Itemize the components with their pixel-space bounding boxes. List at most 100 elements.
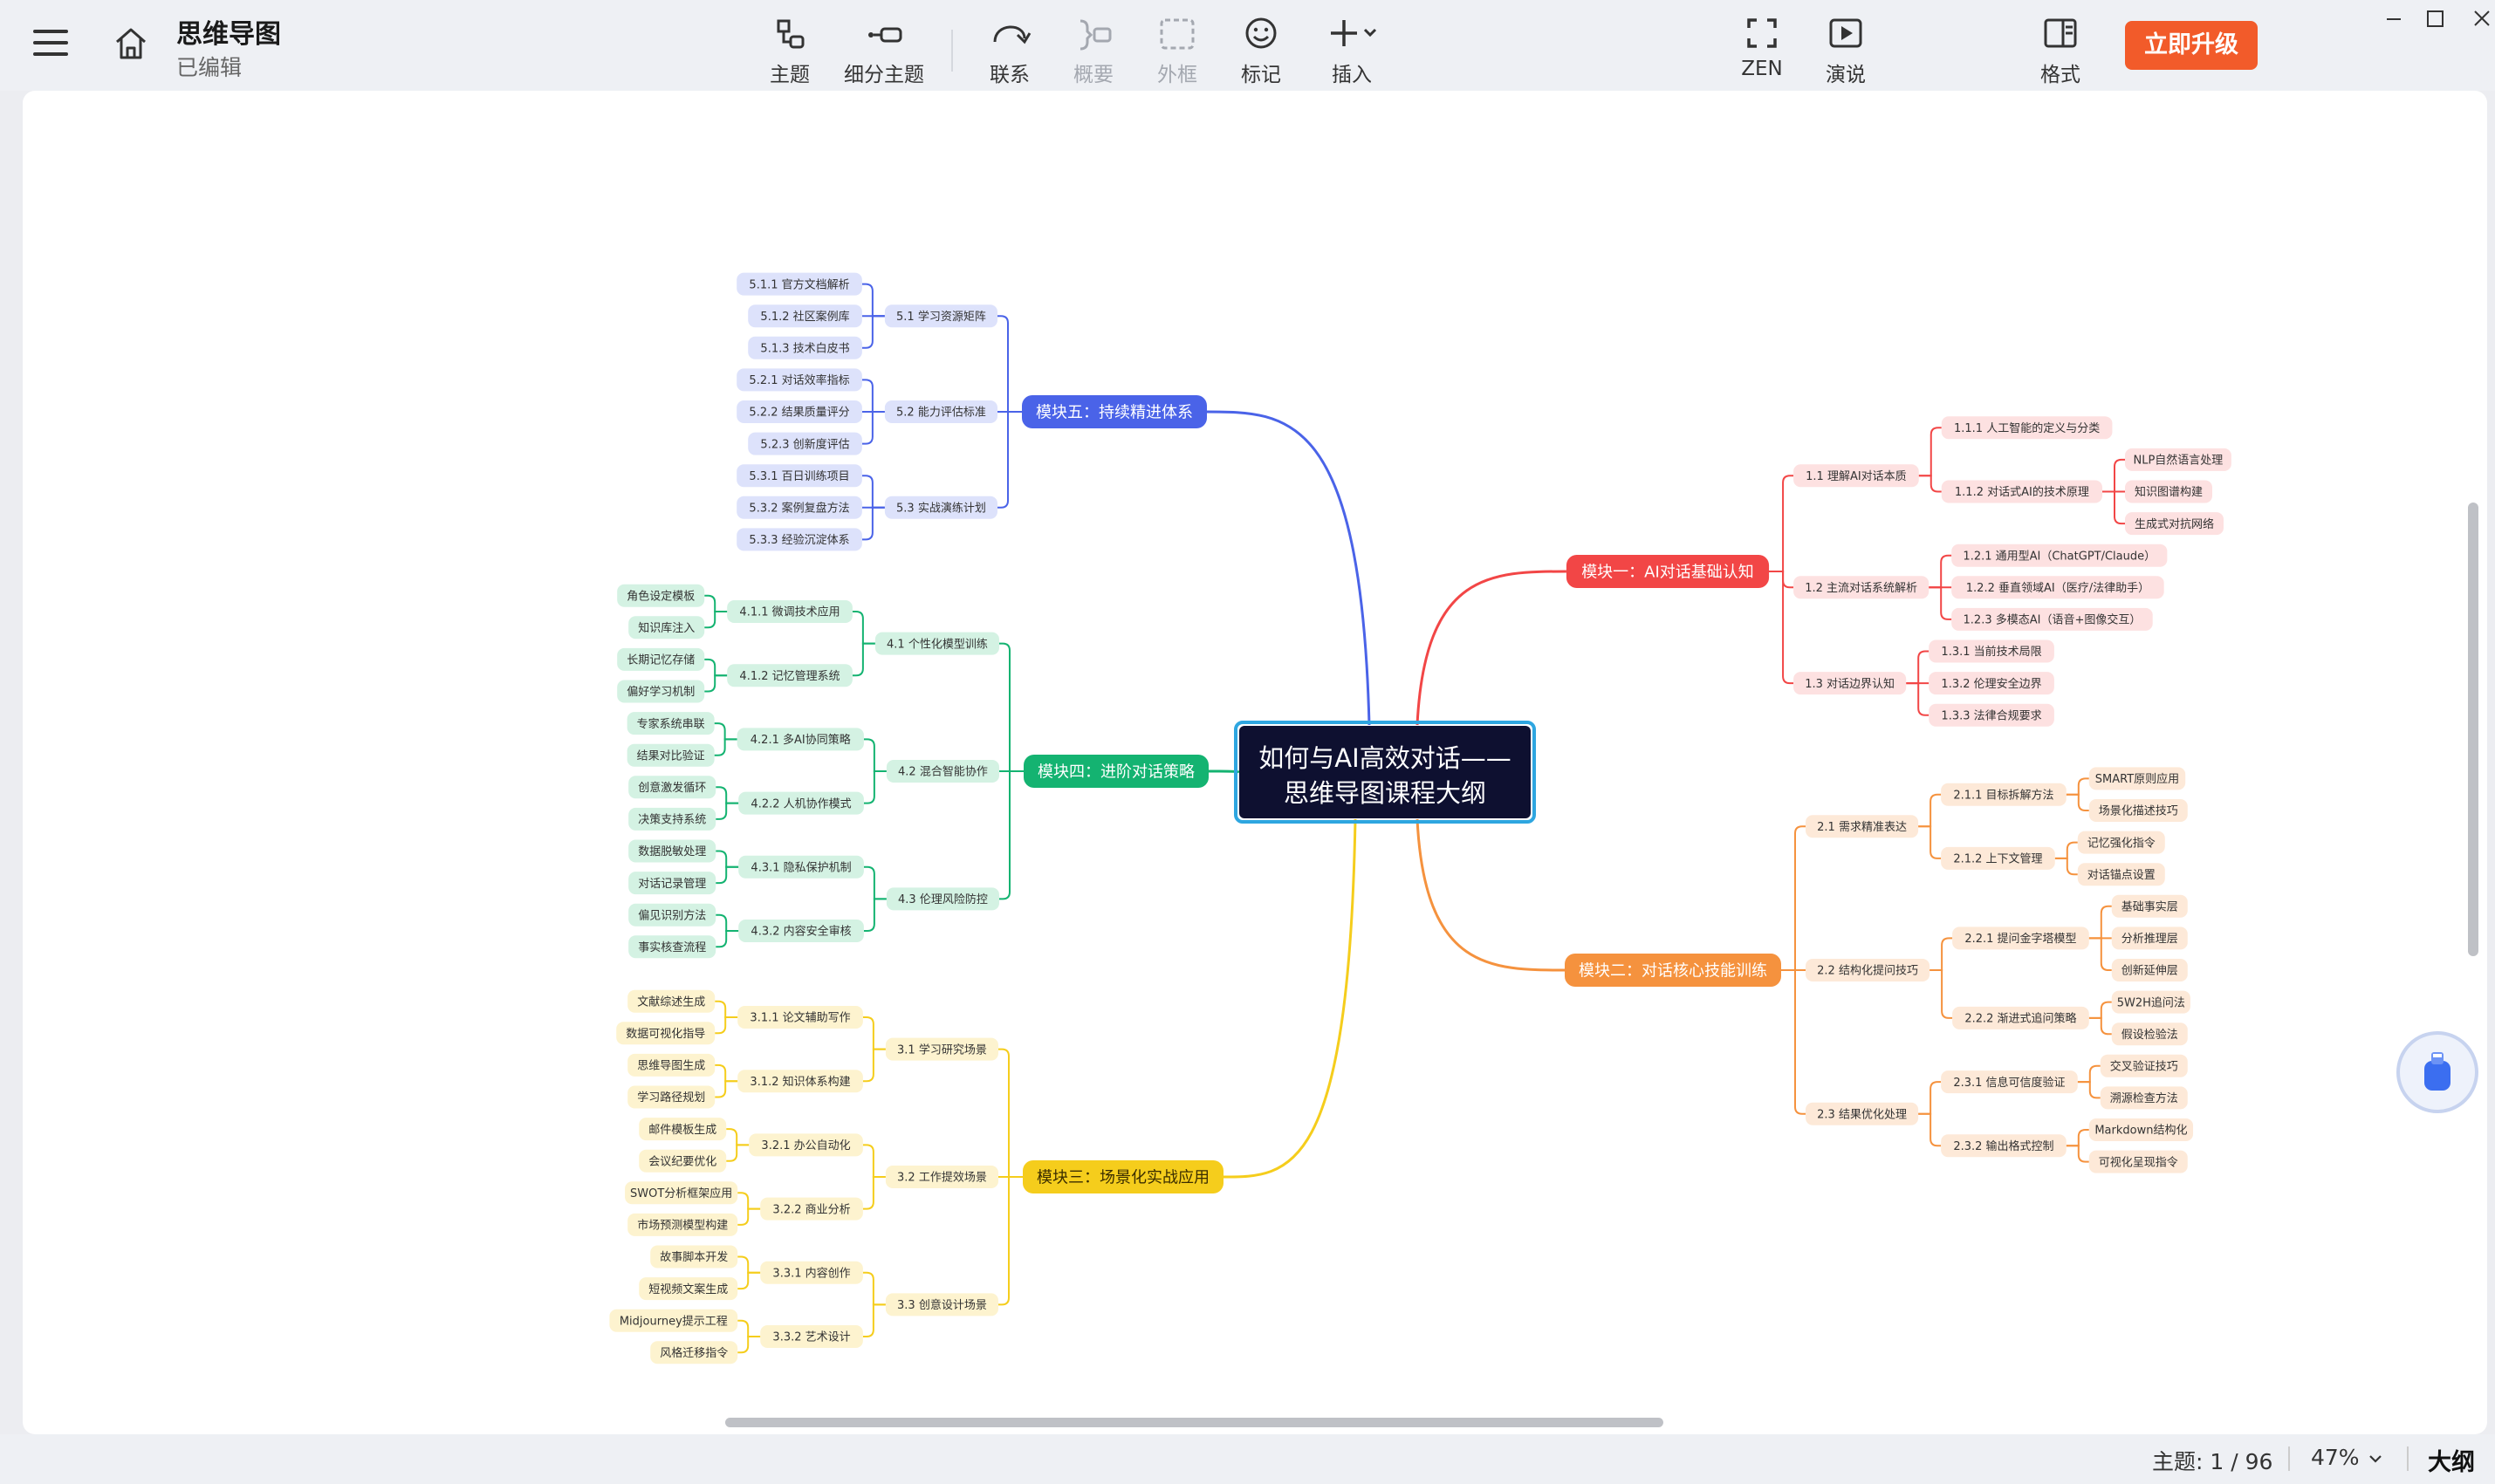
leaf-topic[interactable]: 对话锚点设置 <box>2077 863 2165 886</box>
boundary-button[interactable]: 外框 <box>1129 16 1225 87</box>
topic-1-2-3[interactable]: 1.2.3 多模态AI（语音+图像交互） <box>1951 607 2153 631</box>
topic-4-3-2[interactable]: 4.3.2 内容安全审核 <box>738 920 864 942</box>
leaf-topic[interactable]: 邮件模板生成 <box>639 1118 727 1141</box>
leaf-topic[interactable]: 故事脚本开发 <box>650 1245 738 1269</box>
leaf-topic[interactable]: 偏好学习机制 <box>617 680 705 703</box>
topic-3-2-2[interactable]: 3.2.2 商业分析 <box>760 1197 863 1221</box>
leaf-topic[interactable]: 交叉验证技巧 <box>2100 1054 2188 1077</box>
leaf-topic[interactable]: Markdown结构化 <box>2088 1118 2194 1141</box>
topic-5-1-2[interactable]: 5.1.2 社区案例库 <box>748 304 862 328</box>
ai-assistant-button[interactable] <box>2396 1031 2478 1113</box>
leaf-topic[interactable]: 5W2H追问法 <box>2111 990 2190 1014</box>
topic-2-1-2[interactable]: 2.1.2 上下文管理 <box>1941 846 2055 870</box>
hamburger-menu-icon[interactable] <box>33 30 68 59</box>
mindmap-diagram[interactable]: 如何与AI高效对话——思维导图课程大纲 模块一：AI对话基础认知 1.1 理解AI对… <box>23 91 2487 1434</box>
leaf-topic[interactable]: 专家系统串联 <box>627 712 715 735</box>
leaf-topic[interactable]: 生成式对抗网络 <box>2125 512 2224 536</box>
topic-3-2-1[interactable]: 3.2.1 办公自动化 <box>749 1133 863 1157</box>
topic-4-1-2[interactable]: 4.1.2 记忆管理系统 <box>727 664 853 687</box>
subtopic-2-3[interactable]: 2.3 结果优化处理 <box>1806 1102 1919 1125</box>
topic-4-2-1[interactable]: 4.2.1 多AI协同策略 <box>737 728 864 751</box>
leaf-topic[interactable]: SMART原则应用 <box>2088 767 2186 790</box>
home-icon[interactable] <box>112 24 150 63</box>
topic-3-3-1[interactable]: 3.3.1 内容创作 <box>760 1261 863 1284</box>
maximize-icon[interactable] <box>2427 10 2444 27</box>
root-topic[interactable]: 如何与AI高效对话——思维导图课程大纲 <box>1234 721 1536 824</box>
leaf-topic[interactable]: 会议纪要优化 <box>639 1149 727 1173</box>
relation-button[interactable]: 联系 <box>962 16 1058 87</box>
module-topic-2[interactable]: 模块二：对话核心技能训练 <box>1565 954 1781 987</box>
zen-mode-button[interactable]: ZEN <box>1714 16 1810 80</box>
topic-2-1-1[interactable]: 2.1.1 目标拆解方法 <box>1941 783 2067 806</box>
minimize-window-icon[interactable] <box>2363 0 2424 38</box>
topic-1-3-2[interactable]: 1.3.2 伦理安全边界 <box>1929 672 2054 695</box>
vertical-scrollbar[interactable] <box>2468 503 2478 956</box>
leaf-topic[interactable]: 场景化描述技巧 <box>2088 799 2188 822</box>
topic-5-2-3[interactable]: 5.2.3 创新度评估 <box>748 432 862 455</box>
insert-button[interactable]: 插入 <box>1304 16 1400 87</box>
topic-5-1-1[interactable]: 5.1.1 官方文档解析 <box>737 272 862 296</box>
leaf-topic[interactable]: 思维导图生成 <box>627 1053 716 1077</box>
topic-1-1-1[interactable]: 1.1.1 人工智能的定义与分类 <box>1941 416 2113 440</box>
leaf-topic[interactable]: 创新延伸层 <box>2111 959 2188 981</box>
leaf-topic[interactable]: 结果对比验证 <box>627 743 715 767</box>
topic-3-1-2[interactable]: 3.1.2 知识体系构建 <box>737 1070 863 1093</box>
topic-3-1-1[interactable]: 3.1.1 论文辅助写作 <box>737 1006 863 1029</box>
leaf-topic[interactable]: 角色设定模板 <box>617 584 705 607</box>
topic-5-2-2[interactable]: 5.2.2 结果质量评分 <box>737 400 862 423</box>
topic-1-2-2[interactable]: 1.2.2 垂直领域AI（医疗/法律助手） <box>1951 576 2164 599</box>
leaf-topic[interactable]: 文献综述生成 <box>627 989 716 1013</box>
zoom-level-dropdown[interactable]: 47% <box>2311 1445 2384 1470</box>
leaf-topic[interactable]: 对话记录管理 <box>628 872 716 895</box>
subtopic-3-3[interactable]: 3.3 创意设计场景 <box>885 1293 998 1316</box>
topic-5-3-3[interactable]: 5.3.3 经验沉淀体系 <box>737 528 862 551</box>
subtopic-4-2[interactable]: 4.2 混合智能协作 <box>886 760 999 783</box>
leaf-topic[interactable]: 分析推理层 <box>2111 927 2188 950</box>
subtopic-2-2[interactable]: 2.2 结构化提问技巧 <box>1806 959 1930 981</box>
leaf-topic[interactable]: 创意激发循环 <box>628 776 716 799</box>
leaf-topic[interactable]: 假设检验法 <box>2111 1022 2188 1046</box>
leaf-topic[interactable]: 记忆强化指令 <box>2077 831 2165 854</box>
subtopic-5-1[interactable]: 5.1 学习资源矩阵 <box>884 304 997 328</box>
leaf-topic[interactable]: 市场预测模型构建 <box>627 1213 738 1236</box>
topic-2-2-1[interactable]: 2.2.1 提问金字塔模型 <box>1952 927 2089 950</box>
leaf-topic[interactable]: SWOT分析框架应用 <box>625 1181 738 1205</box>
marker-button[interactable]: 标记 <box>1213 16 1309 87</box>
topic-1-1-2[interactable]: 1.1.2 对话式AI的技术原理 <box>1941 480 2102 503</box>
subtopic-button[interactable]: 细分主题 <box>836 16 932 87</box>
module-topic-4[interactable]: 模块四：进阶对话策略 <box>1024 755 1209 788</box>
topic-3-3-2[interactable]: 3.3.2 艺术设计 <box>760 1325 863 1348</box>
leaf-topic[interactable]: 风格迁移指令 <box>650 1341 738 1364</box>
summary-button[interactable]: 概要 <box>1045 16 1141 87</box>
module-topic-5[interactable]: 模块五：持续精进体系 <box>1022 395 1207 428</box>
leaf-topic[interactable]: 学习路径规划 <box>627 1085 716 1109</box>
leaf-topic[interactable]: 基础事实层 <box>2111 894 2188 918</box>
topic-2-3-2[interactable]: 2.3.2 输出格式控制 <box>1941 1134 2067 1158</box>
topic-4-3-1[interactable]: 4.3.1 隐私保护机制 <box>738 855 864 879</box>
leaf-topic[interactable]: 长期记忆存储 <box>617 647 705 671</box>
leaf-topic[interactable]: 知识库注入 <box>628 616 705 639</box>
topic-5-3-2[interactable]: 5.3.2 案例复盘方法 <box>737 496 862 519</box>
topic-5-2-1[interactable]: 5.2.1 对话效率指标 <box>737 368 862 392</box>
subtopic-1-1[interactable]: 1.1 理解AI对话本质 <box>1793 464 1919 488</box>
outline-view-button[interactable]: 大纲 <box>2428 1449 2475 1476</box>
horizontal-scrollbar[interactable] <box>725 1418 1663 1427</box>
topic-5-1-3[interactable]: 5.1.3 技术白皮书 <box>748 336 862 359</box>
topic-2-2-2[interactable]: 2.2.2 渐进式追问策略 <box>1952 1006 2089 1029</box>
subtopic-1-2[interactable]: 1.2 主流对话系统解析 <box>1793 576 1930 599</box>
subtopic-5-3[interactable]: 5.3 实战演练计划 <box>884 496 997 519</box>
topic-5-3-1[interactable]: 5.3.1 百日训练项目 <box>737 464 862 488</box>
leaf-topic[interactable]: 决策支持系统 <box>628 807 716 831</box>
leaf-topic[interactable]: 知识图谱构建 <box>2125 480 2212 503</box>
topic-4-2-2[interactable]: 4.2.2 人机协作模式 <box>738 791 864 815</box>
close-icon[interactable] <box>2474 10 2490 26</box>
present-button[interactable]: 演说 <box>1798 16 1894 87</box>
leaf-topic[interactable]: 事实核查流程 <box>628 935 716 959</box>
topic-4-1-1[interactable]: 4.1.1 微调技术应用 <box>727 600 853 623</box>
topic-1-3-3[interactable]: 1.3.3 法律合规要求 <box>1929 703 2054 727</box>
upgrade-button[interactable]: 立即升级 <box>2125 21 2258 70</box>
subtopic-3-1[interactable]: 3.1 学习研究场景 <box>885 1037 998 1061</box>
module-topic-1[interactable]: 模块一：AI对话基础认知 <box>1566 555 1770 588</box>
topic-2-3-1[interactable]: 2.3.1 信息可信度验证 <box>1941 1070 2078 1094</box>
leaf-topic[interactable]: 数据脱敏处理 <box>628 839 716 863</box>
